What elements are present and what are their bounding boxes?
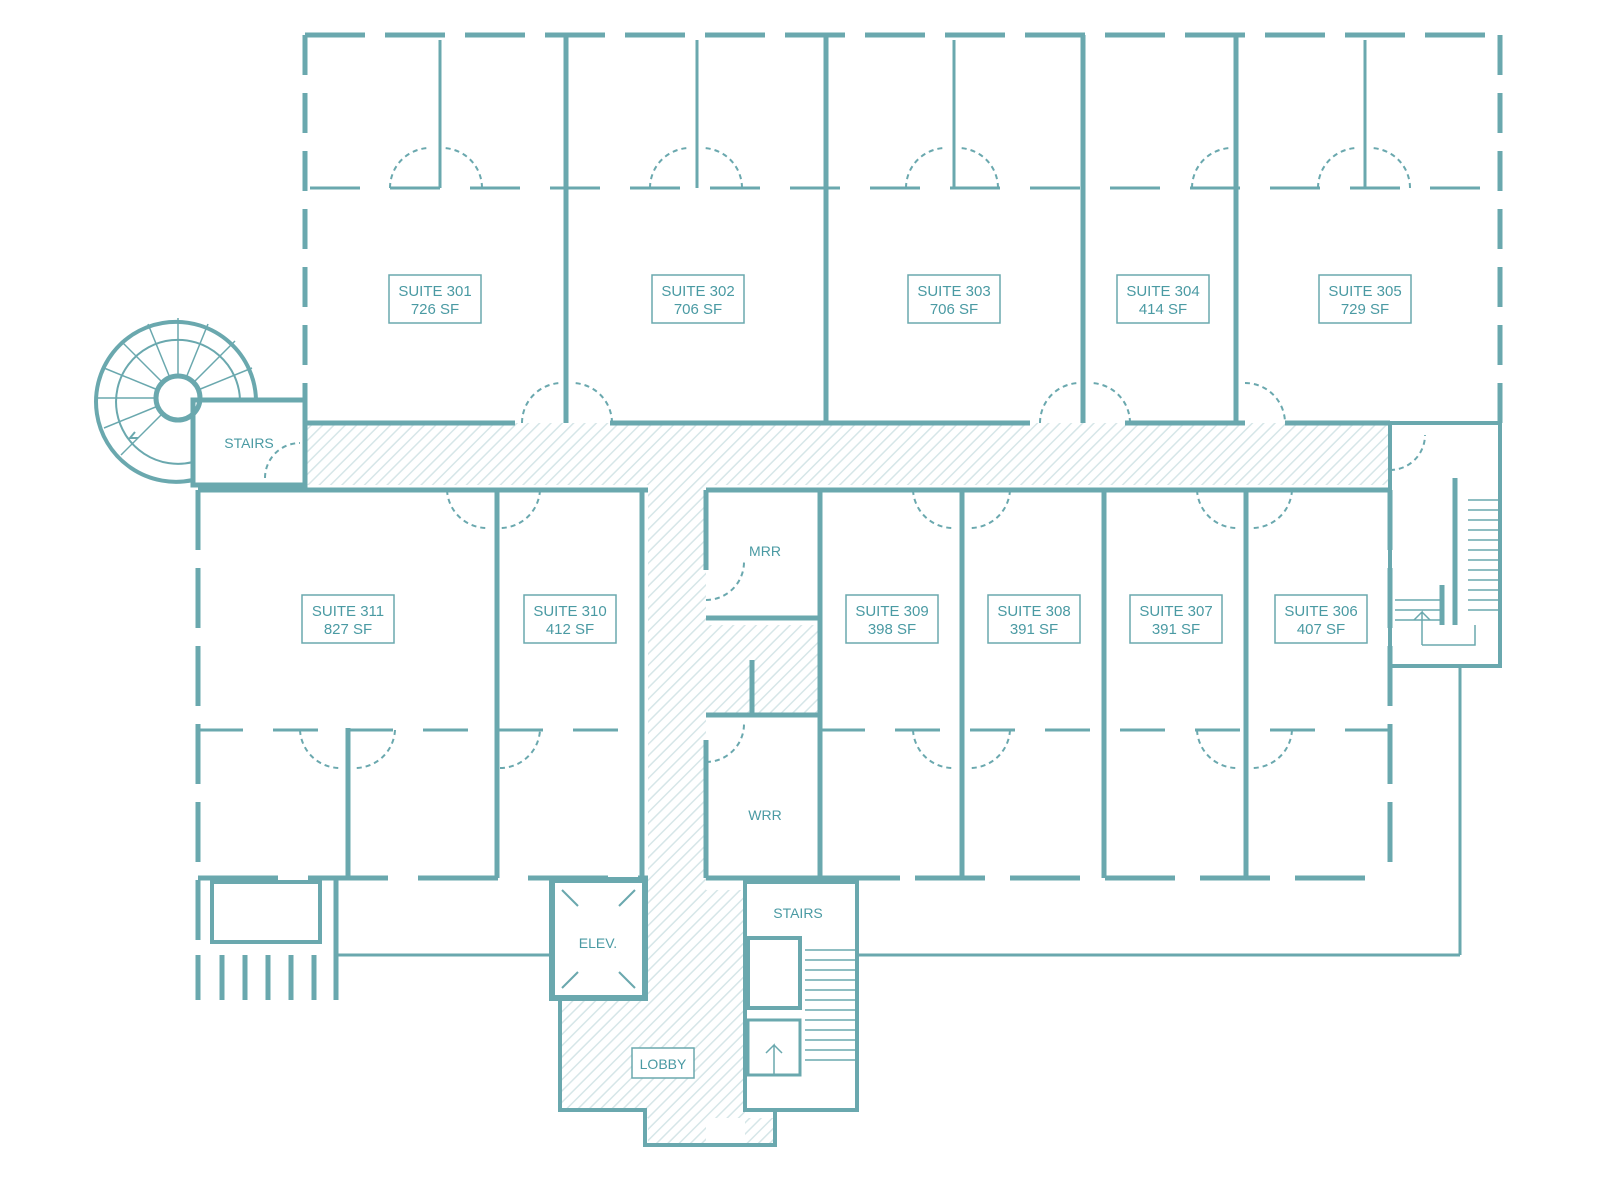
stairs-west-label: STAIRS	[224, 435, 274, 451]
suite-area: 706 SF	[674, 301, 722, 318]
suite-304-label: SUITE 304 414 SF	[1116, 274, 1210, 324]
suite-309-label: SUITE 309 398 SF	[845, 594, 939, 644]
suite-name: SUITE 303	[917, 283, 990, 300]
suite-area: 414 SF	[1139, 301, 1187, 318]
stairs-south-label: STAIRS	[773, 905, 823, 921]
lobby-text: LOBBY	[640, 1056, 687, 1072]
south-stair-treads	[765, 949, 855, 1075]
suite-area: 398 SF	[868, 621, 916, 638]
suite-name: SUITE 306	[1284, 603, 1357, 620]
suite-name: SUITE 308	[997, 603, 1070, 620]
suite-name: SUITE 307	[1139, 603, 1212, 620]
suite-area: 726 SF	[411, 301, 459, 318]
suite-area: 391 SF	[1010, 621, 1058, 638]
mrr-label: MRR	[749, 543, 781, 559]
suite-name: SUITE 302	[661, 283, 734, 300]
suite-area: 391 SF	[1152, 621, 1200, 638]
suite-name: SUITE 304	[1126, 283, 1199, 300]
suite-310-label: SUITE 310 412 SF	[523, 594, 617, 644]
suite-305-label: SUITE 305 729 SF	[1318, 274, 1412, 324]
suite-area: 407 SF	[1297, 621, 1345, 638]
suite-303-label: SUITE 303 706 SF	[907, 274, 1001, 324]
suite-area: 729 SF	[1341, 301, 1389, 318]
suite-307-label: SUITE 307 391 SF	[1129, 594, 1223, 644]
suite-name: SUITE 311	[312, 603, 384, 620]
suite-306-label: SUITE 306 407 SF	[1274, 594, 1368, 644]
suite-311-label: SUITE 311 827 SF	[301, 594, 395, 644]
suite-name: SUITE 309	[855, 603, 928, 620]
suite-name: SUITE 310	[533, 603, 606, 620]
east-stair-treads	[1395, 499, 1500, 646]
lobby-label: LOBBY	[631, 1047, 695, 1079]
suite-308-label: SUITE 308 391 SF	[987, 594, 1081, 644]
suite-302-label: SUITE 302 706 SF	[651, 274, 745, 324]
spiral-stair-icon	[94, 318, 258, 484]
suite-name: SUITE 301	[398, 283, 471, 300]
suite-name: SUITE 305	[1328, 283, 1401, 300]
elevator-label: ELEV.	[579, 935, 617, 951]
suite-area: 706 SF	[930, 301, 978, 318]
corridor	[305, 423, 1388, 1145]
suite-area: 412 SF	[546, 621, 594, 638]
suite-301-label: SUITE 301 726 SF	[388, 274, 482, 324]
walls	[190, 32, 1503, 1147]
wrr-label: WRR	[748, 807, 781, 823]
suite-area: 827 SF	[324, 621, 372, 638]
door-swings	[264, 147, 1426, 770]
